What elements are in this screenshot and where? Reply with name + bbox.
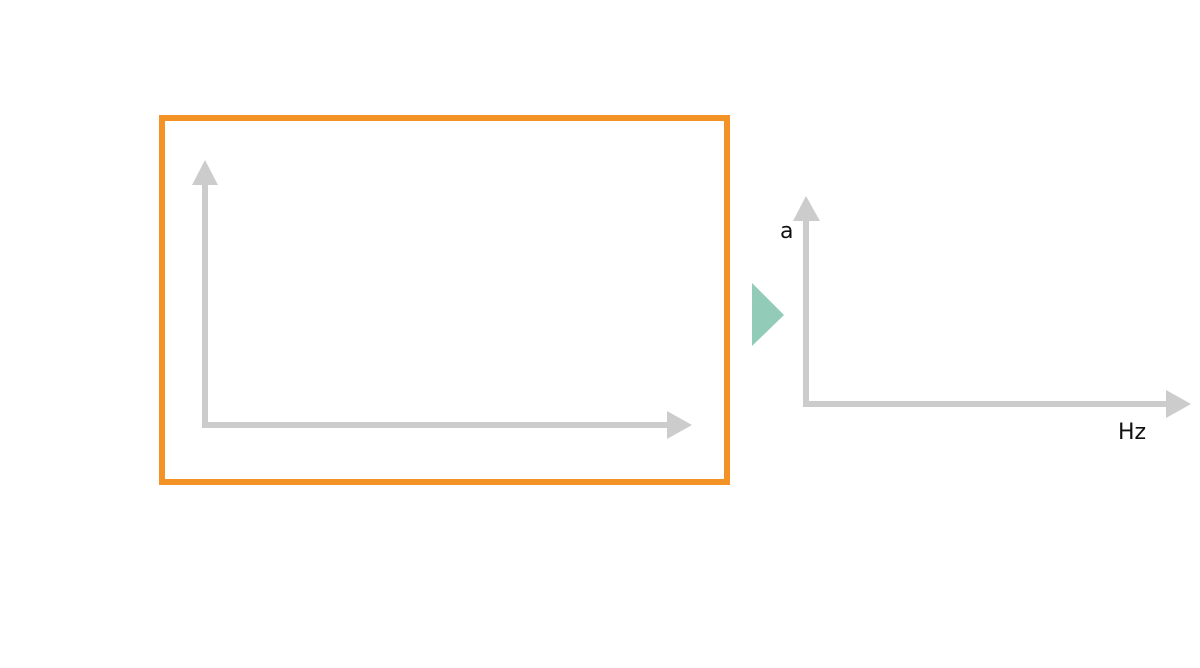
highlight-frame xyxy=(159,115,730,485)
right-x-axis-arrowhead xyxy=(1166,390,1191,418)
triangle-right-icon xyxy=(752,283,784,346)
right-y-axis-label: a xyxy=(780,219,793,244)
left-panel xyxy=(159,115,730,485)
right-y-axis-arrowhead xyxy=(793,196,820,221)
left-y-axis xyxy=(192,160,218,425)
left-y-axis-arrowhead xyxy=(192,160,218,185)
left-x-axis-arrowhead xyxy=(667,411,692,439)
right-y-axis xyxy=(793,196,820,404)
right-x-axis xyxy=(803,390,1191,418)
right-panel: a Hz xyxy=(780,196,1191,445)
right-x-axis-label: Hz xyxy=(1118,420,1146,445)
left-x-axis xyxy=(202,411,692,439)
